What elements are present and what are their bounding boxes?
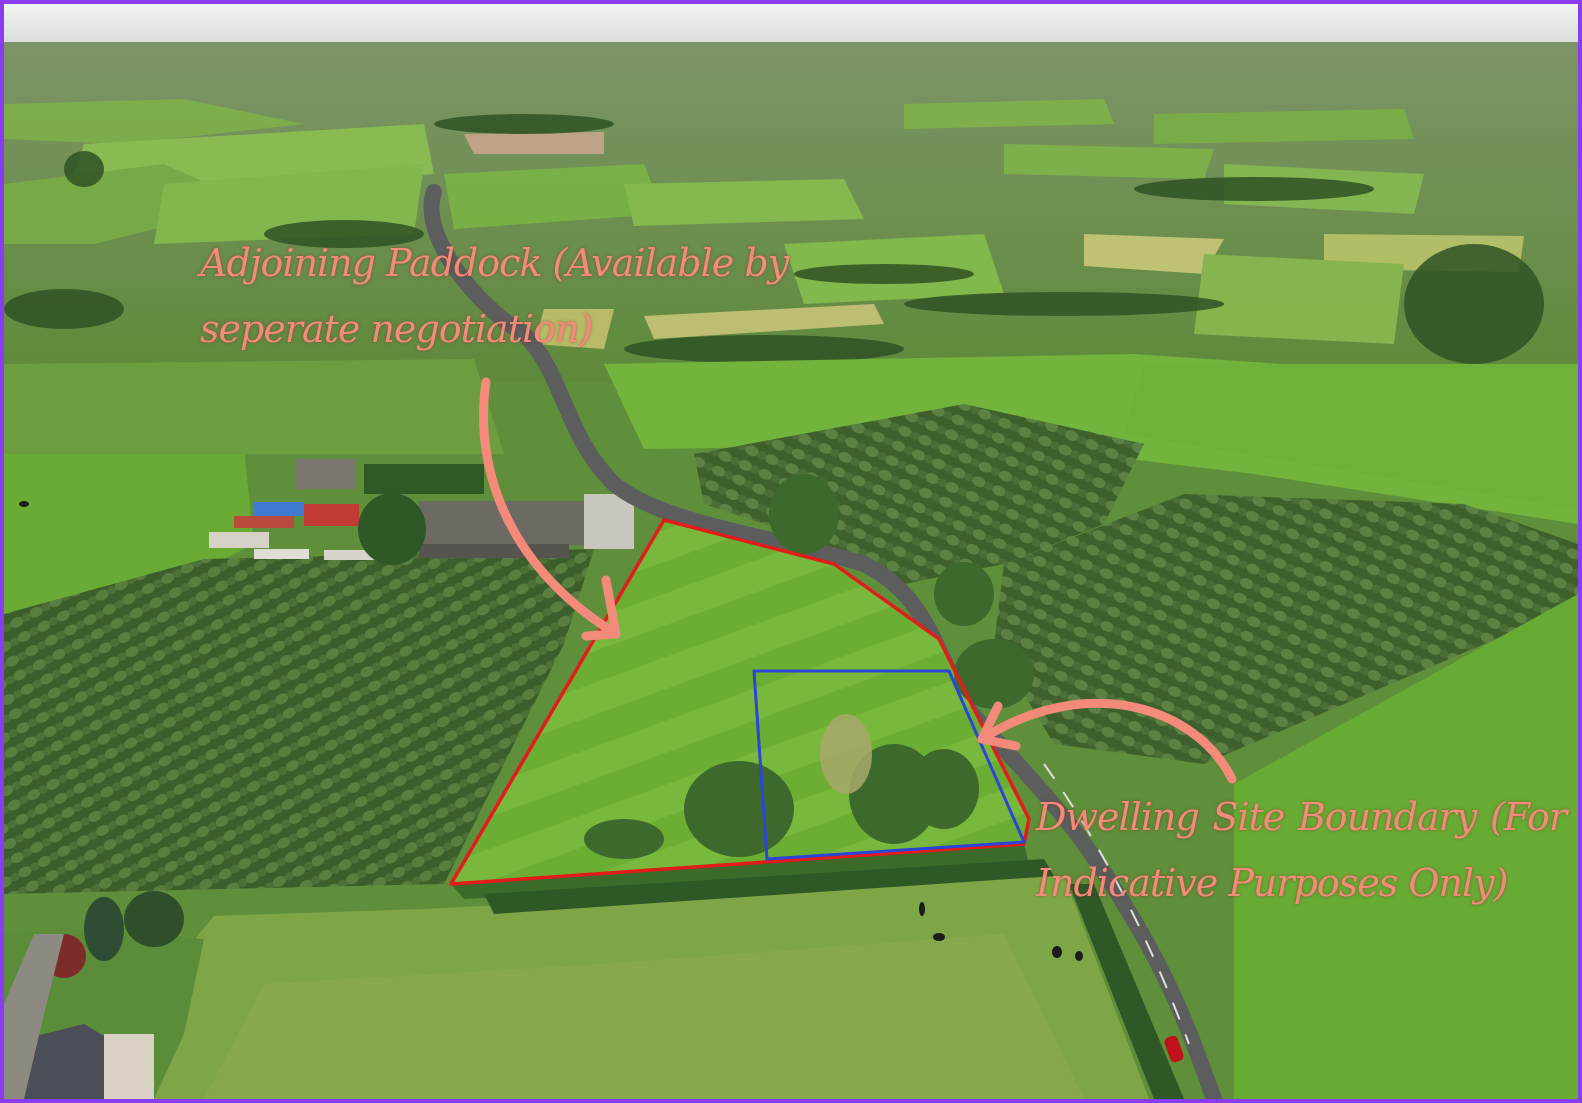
orchard-right bbox=[994, 494, 1578, 764]
meadow-far-right bbox=[1124, 364, 1578, 509]
paddock-boundary bbox=[449, 518, 1031, 886]
lower-pasture-light bbox=[204, 934, 1084, 1099]
dwelling-arrow bbox=[977, 698, 1237, 784]
red-car bbox=[1164, 1035, 1184, 1063]
hedge-lower bbox=[484, 859, 1054, 914]
paddock-caption-line2: seperate negotiation) bbox=[200, 307, 593, 351]
dwelling-caption-line1: Dwelling Site Boundary (For bbox=[1036, 795, 1567, 839]
paddock-caption: Adjoining Paddock (Available by seperate… bbox=[200, 230, 789, 362]
lane bbox=[4, 934, 64, 1099]
meadow-left bbox=[4, 444, 254, 634]
paddock-caption-line1: Adjoining Paddock (Available by bbox=[200, 241, 789, 285]
worn-patch bbox=[820, 714, 872, 794]
road bbox=[423, 184, 1222, 1099]
dwelling-boundary bbox=[752, 669, 1026, 861]
sky bbox=[4, 4, 1578, 44]
meadow-upper-left bbox=[4, 359, 504, 454]
farm-tree bbox=[358, 493, 426, 565]
hedge-road bbox=[1069, 884, 1184, 1099]
field-right bbox=[1234, 594, 1578, 1099]
aerial-photo bbox=[4, 4, 1578, 1099]
orchard-left bbox=[4, 549, 594, 894]
cattle bbox=[19, 501, 1083, 961]
dwelling-caption: Dwelling Site Boundary (For Indicative P… bbox=[1036, 784, 1567, 916]
dwelling-caption-line2: Indicative Purposes Only) bbox=[1036, 861, 1508, 905]
paddock-arrow bbox=[479, 377, 621, 641]
orchard-center bbox=[694, 404, 1144, 584]
site-hedge bbox=[451, 844, 1029, 899]
